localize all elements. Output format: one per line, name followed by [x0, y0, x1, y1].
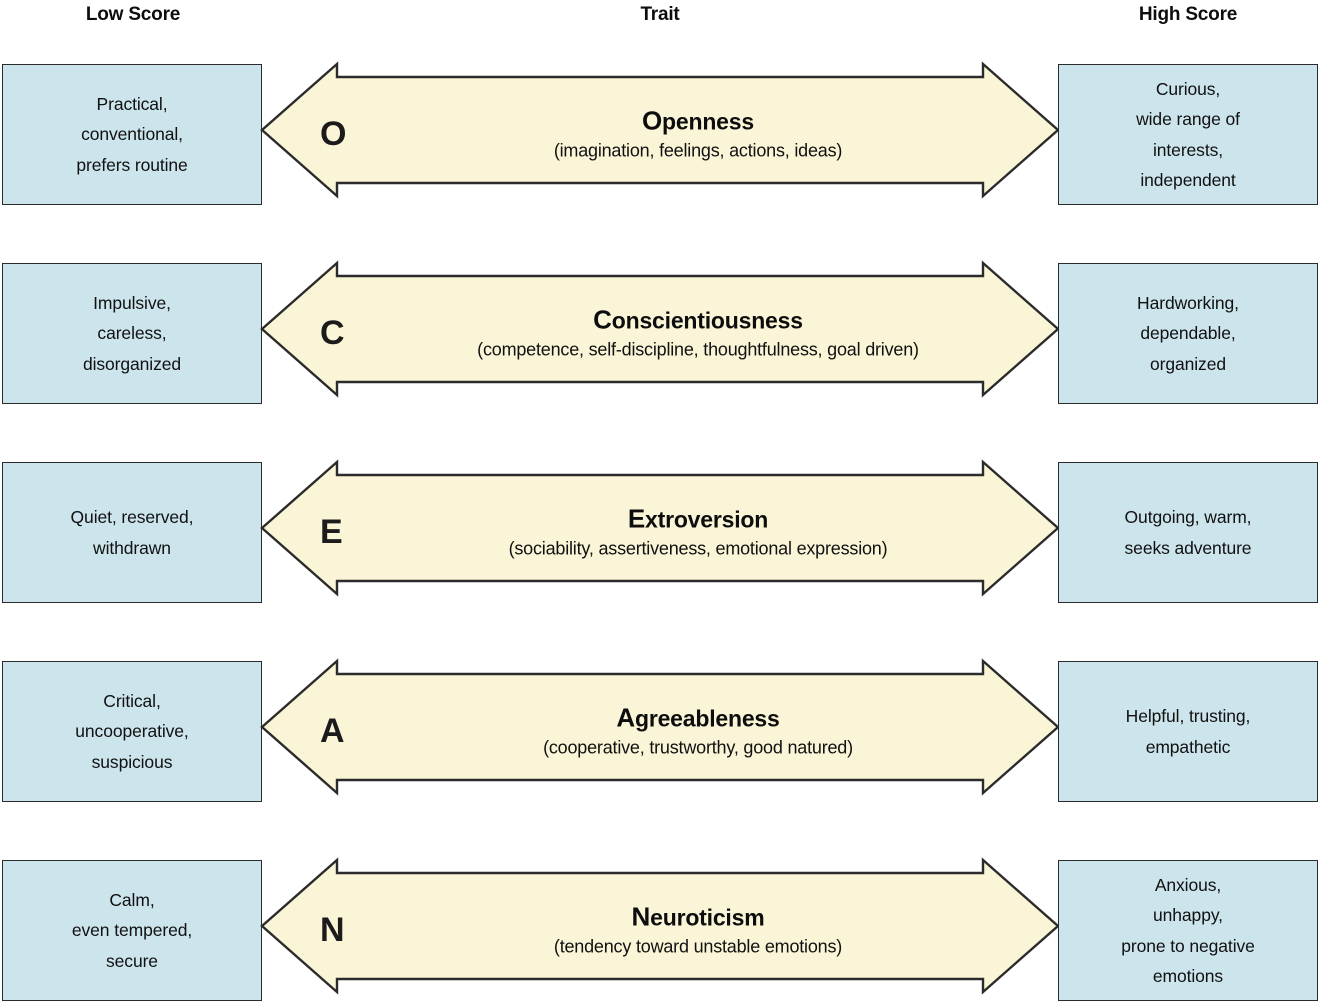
- low-score-box: Impulsive,careless,disorganized: [2, 263, 262, 404]
- trait-row-openness: Practical,conventional,prefers routine O…: [0, 61, 1320, 207]
- trait-description: (competence, self-discipline, thoughtful…: [477, 339, 919, 360]
- trait-row-extroversion: Quiet, reserved,withdrawn E Extroversion…: [0, 459, 1320, 605]
- trait-name-rest: greeableness: [634, 705, 780, 732]
- trait-name: Neuroticism: [352, 901, 1044, 934]
- trait-row-neuroticism: Calm,even tempered,secure N Neuroticism …: [0, 857, 1320, 1003]
- low-score-text: Impulsive,careless,disorganized: [82, 293, 182, 374]
- trait-arrow: E Extroversion (sociability, assertivene…: [260, 458, 1060, 606]
- low-score-box: Critical,uncooperative,suspicious: [2, 661, 262, 802]
- trait-description: (sociability, assertiveness, emotional e…: [508, 538, 888, 559]
- trait-row-conscientiousness: Impulsive,careless,disorganized C Consci…: [0, 260, 1320, 406]
- trait-initial-letter: O: [320, 115, 347, 153]
- column-header-trait: Trait: [640, 4, 680, 25]
- trait-initial-letter: C: [320, 314, 345, 352]
- column-headers: Low Score Trait High Score: [0, 0, 1320, 40]
- trait-name-initial: C: [593, 304, 612, 335]
- trait-arrow: O Openness (imagination, feelings, actio…: [260, 60, 1060, 208]
- trait-name-rest: euroticism: [650, 904, 765, 931]
- trait-description: (cooperative, trustworthy, good natured): [543, 737, 853, 758]
- trait-name-rest: xtroversion: [645, 506, 769, 533]
- trait-label-group: Extroversion (sociability, assertiveness…: [352, 503, 1044, 562]
- trait-name-initial: O: [642, 105, 663, 136]
- high-score-text: Hardworking,dependable,organized: [1137, 293, 1239, 374]
- trait-arrow: C Conscientiousness (competence, self-di…: [260, 259, 1060, 407]
- trait-label-group: Conscientiousness (competence, self-disc…: [352, 304, 1044, 363]
- high-score-box: Outgoing, warm,seeks adventure: [1058, 462, 1318, 603]
- trait-initial-letter: A: [320, 712, 345, 750]
- high-score-text: Helpful, trusting,empathetic: [1125, 706, 1251, 757]
- low-score-box: Calm,even tempered,secure: [2, 860, 262, 1001]
- trait-arrow: N Neuroticism (tendency toward unstable …: [260, 856, 1060, 1004]
- trait-initial-letter: E: [320, 513, 343, 551]
- trait-description: (imagination, feelings, actions, ideas): [553, 140, 843, 161]
- trait-row-agreeableness: Critical,uncooperative,suspicious A Agre…: [0, 658, 1320, 804]
- high-score-text: Outgoing, warm,seeks adventure: [1124, 507, 1252, 558]
- high-score-box: Hardworking,dependable,organized: [1058, 263, 1318, 404]
- trait-label-group: Agreeableness (cooperative, trustworthy,…: [352, 702, 1044, 761]
- low-score-text: Critical,uncooperative,suspicious: [75, 691, 189, 772]
- trait-name-rest: penness: [662, 108, 754, 135]
- trait-name: Agreeableness: [352, 702, 1044, 735]
- trait-name: Openness: [352, 105, 1044, 138]
- trait-name-initial: N: [631, 901, 651, 932]
- trait-label-group: Neuroticism (tendency toward unstable em…: [352, 901, 1044, 960]
- trait-name-rest: onscientiousness: [611, 307, 803, 334]
- trait-name-initial: A: [616, 702, 635, 733]
- trait-name: Conscientiousness: [352, 304, 1044, 337]
- trait-arrow: A Agreeableness (cooperative, trustworth…: [260, 657, 1060, 805]
- low-score-box: Quiet, reserved,withdrawn: [2, 462, 262, 603]
- column-header-low-score: Low Score: [85, 4, 181, 25]
- high-score-box: Helpful, trusting,empathetic: [1058, 661, 1318, 802]
- low-score-box: Practical,conventional,prefers routine: [2, 64, 262, 205]
- trait-initial-letter: N: [320, 911, 345, 949]
- low-score-text: Quiet, reserved,withdrawn: [70, 507, 194, 558]
- low-score-text: Practical,conventional,prefers routine: [76, 94, 188, 175]
- trait-label-group: Openness (imagination, feelings, actions…: [352, 105, 1044, 164]
- low-score-text: Calm,even tempered,secure: [71, 890, 193, 971]
- trait-description: (tendency toward unstable emotions): [553, 936, 843, 957]
- trait-name-initial: E: [627, 503, 646, 534]
- column-header-high-score: High Score: [1138, 4, 1238, 25]
- trait-name: Extroversion: [352, 503, 1044, 536]
